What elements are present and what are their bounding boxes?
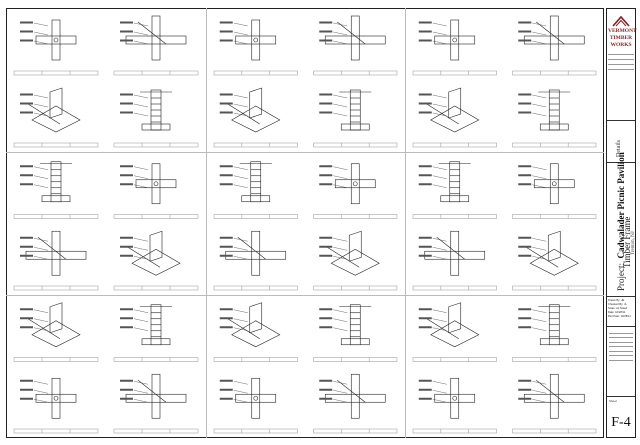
connection-detail [13, 19, 99, 76]
connection-detail [313, 230, 398, 291]
logo-address [608, 51, 634, 70]
connection-detail [412, 230, 497, 291]
connection-detail [512, 373, 597, 434]
connection-detail [412, 161, 497, 219]
connection-detail [213, 377, 298, 434]
checked-by: Checked By: JL [608, 303, 627, 306]
sheet-number-cell: Sheet F-4 [607, 397, 635, 437]
connection-detail [213, 87, 298, 148]
drawn-by: Drawn By: JE [608, 299, 625, 302]
row-divider [6, 295, 604, 296]
title-block: VERMONT TIMBER WORKS Details Project: Ca… [606, 8, 637, 438]
column-divider [405, 8, 406, 438]
logo-line-3: WORKS [610, 42, 632, 48]
connection-detail [512, 304, 597, 362]
sheet-number: F-4 [611, 415, 631, 430]
connection-detail [213, 302, 298, 362]
connection-detail [512, 15, 597, 76]
connection-detail [13, 377, 99, 434]
logo-line-2: TIMBER [609, 35, 633, 41]
drawing-info: Drawn By: JE Checked By: JL Scale: As No… [607, 297, 635, 327]
barn-icon [612, 15, 630, 27]
connection-detail [13, 161, 99, 219]
connection-detail [412, 19, 497, 76]
connection-detail [313, 304, 398, 362]
connection-detail [412, 377, 497, 434]
revision-rows [609, 329, 633, 361]
connection-detail [113, 373, 199, 434]
company-logo: VERMONT TIMBER WORKS [607, 9, 637, 121]
connection-detail [113, 304, 199, 362]
sheet-border [6, 8, 604, 438]
plot-date: Plot Date: 10/28/11 [608, 315, 631, 318]
connection-detail [13, 302, 99, 362]
connection-detail [13, 87, 99, 148]
connection-detail [113, 89, 199, 148]
project-cell: Project: Cadwalader Picnic Pavilion Timb… [607, 152, 636, 297]
connection-detail [512, 163, 597, 219]
project-location: Trenton, NJ [631, 231, 636, 255]
connection-detail [313, 89, 398, 148]
connection-detail [313, 373, 398, 434]
logo-line-1: VERMONT [608, 28, 637, 34]
connection-detail [512, 230, 597, 291]
row-divider [6, 152, 604, 153]
connection-detail [412, 87, 497, 148]
connection-detail [313, 163, 398, 219]
connection-detail [512, 89, 597, 148]
connection-detail [213, 161, 298, 219]
revision-table [607, 327, 635, 397]
column-divider [206, 8, 207, 438]
connection-detail [113, 230, 199, 291]
connection-detail [113, 163, 199, 219]
connection-detail [213, 19, 298, 76]
connection-detail [412, 302, 497, 362]
connection-detail [313, 15, 398, 76]
sheet-label: Sheet [609, 399, 617, 403]
sheet-type-cell: Details [607, 121, 635, 163]
scale: Scale: As Noted [608, 307, 628, 310]
connection-detail [213, 230, 298, 291]
connection-detail [13, 230, 99, 291]
connection-detail [113, 15, 199, 76]
connection-details-grid [13, 15, 597, 434]
date: Date: 10/28/11 [608, 311, 626, 314]
